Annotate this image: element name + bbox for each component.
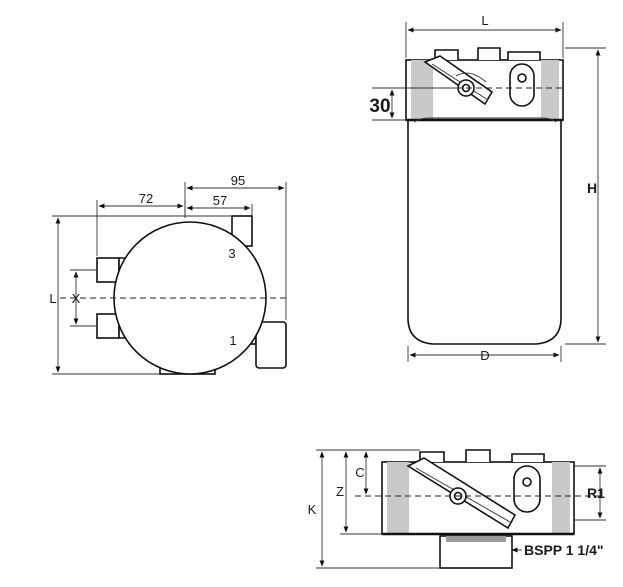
head-view-thread-label: BSPP 1 1/4" <box>524 542 604 558</box>
side-view-indicator-slot <box>509 63 535 107</box>
top-view-72-label: 72 <box>139 191 153 206</box>
top-view: 3 1 72 95 57 L X <box>49 173 290 375</box>
side-view-bowl <box>407 120 562 345</box>
top-view-x-label: X <box>72 291 81 306</box>
head-view: K Z C R1 BSPP 1 1/4" <box>308 449 606 569</box>
head-view-r1-label: R1 <box>587 485 605 501</box>
side-view-diameter-label: D <box>480 348 489 363</box>
top-view-length-label: L <box>49 291 56 306</box>
side-view-length-label: L <box>481 13 488 28</box>
head-view-k-label: K <box>308 502 317 517</box>
side-view-30-label: 30 <box>369 96 390 117</box>
top-view-port-1-label: 1 <box>229 333 236 348</box>
head-view-indicator-slot <box>513 465 541 513</box>
top-view-indicator <box>255 321 287 369</box>
top-view-57-label: 57 <box>213 193 227 208</box>
side-view-head <box>405 47 565 122</box>
top-view-95-label: 95 <box>231 173 245 188</box>
top-view-port-3-label: 3 <box>228 246 235 261</box>
side-view: L H D 30 <box>369 13 606 363</box>
side-view-height-label: H <box>587 180 597 196</box>
head-view-c-label: C <box>355 465 364 480</box>
head-view-z-label: Z <box>336 484 344 499</box>
